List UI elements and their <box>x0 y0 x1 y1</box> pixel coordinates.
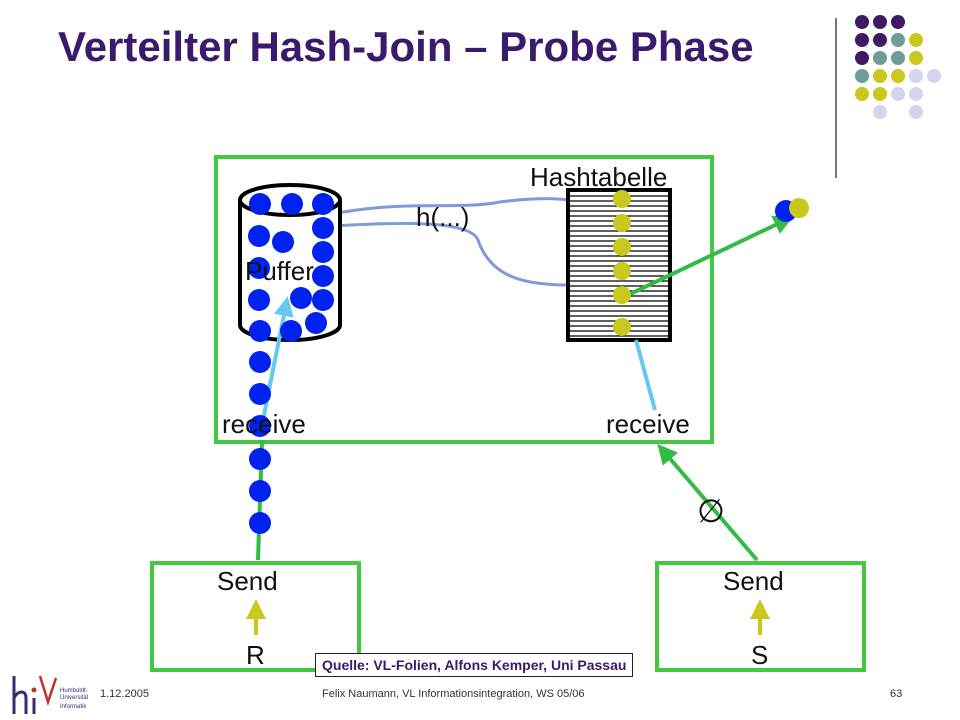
relation-r-label: R <box>246 640 265 670</box>
result-tuple-yellow <box>789 198 809 218</box>
r-tuple-buffered <box>305 312 327 334</box>
r-tuple-buffered <box>312 265 334 287</box>
decorative-dot <box>891 15 905 29</box>
r-tuple-buffered <box>290 287 312 309</box>
receive-label-right: receive <box>606 409 690 439</box>
arrow-receive-to-hashtable <box>634 339 657 411</box>
r-tuple-buffered <box>248 289 270 311</box>
s-tuple <box>613 238 631 256</box>
source-credit: Quelle: VL-Folien, Alfons Kemper, Uni Pa… <box>315 653 634 677</box>
send-box-s <box>655 561 866 672</box>
send-label-left: Send <box>217 566 278 596</box>
page-title: Verteilter Hash-Join – Probe Phase <box>58 23 754 70</box>
decorative-dot <box>873 15 887 29</box>
decorative-dot <box>909 105 923 119</box>
decorative-dot <box>873 69 887 83</box>
hu-informatik-logo: Humboldt- Universität Informatik <box>12 675 89 714</box>
r-tuple-buffered <box>280 320 302 342</box>
s-tuple <box>613 318 631 336</box>
decorative-dot <box>873 51 887 65</box>
r-tuple-stream <box>249 480 271 502</box>
decorative-dot <box>909 51 923 65</box>
r-tuple-stream <box>249 415 271 437</box>
send-label-right: Send <box>723 566 784 596</box>
buffer-label: Puffer <box>245 256 314 286</box>
receive-label-left: receive <box>222 409 306 439</box>
decorative-dot <box>909 69 923 83</box>
r-tuple-buffered <box>272 231 294 253</box>
decorative-dot <box>855 69 869 83</box>
empty-set-symbol: ∅ <box>697 493 725 529</box>
arrow-receive-to-buffer <box>260 296 294 426</box>
decorative-dot <box>873 105 887 119</box>
r-tuple-stream <box>249 448 271 470</box>
s-tuple <box>613 214 631 232</box>
logo-text-line3: Informatik <box>60 704 87 710</box>
footer-author: Felix Naumann, VL Informationsintegratio… <box>322 688 585 700</box>
footer-date: 1.12.2005 <box>100 688 149 700</box>
hash-line-upper <box>332 197 569 216</box>
relation-s-label: S <box>751 640 769 670</box>
decorative-divider <box>835 18 837 178</box>
decorative-dot <box>873 87 887 101</box>
r-tuple-buffered <box>248 225 270 247</box>
r-tuple-buffered <box>312 289 334 311</box>
r-tuple-buffered <box>312 241 334 263</box>
decorative-dot <box>855 51 869 65</box>
r-tuple-stream <box>249 383 271 405</box>
r-tuple-stream <box>249 512 271 534</box>
decorative-dot <box>855 15 869 29</box>
s-tuple <box>613 262 631 280</box>
decorative-dot <box>909 33 923 47</box>
logo-text-line2: Universität <box>60 695 89 701</box>
decorative-dot <box>855 33 869 47</box>
r-tuple-buffered <box>312 193 334 215</box>
decorative-dot <box>909 87 923 101</box>
r-tuple-buffered <box>249 193 271 215</box>
r-tuple-stream <box>249 351 271 373</box>
hash-function-label: h(...) <box>416 202 470 232</box>
decorative-dot <box>891 69 905 83</box>
arrow-send-s-to-receive <box>657 443 759 562</box>
r-tuple-buffered <box>249 320 271 342</box>
hashtable-s-tuples <box>613 190 631 336</box>
s-tuple <box>613 286 631 304</box>
footer-page-number: 63 <box>890 688 903 700</box>
decorative-dot <box>855 87 869 101</box>
decorative-dot <box>891 51 905 65</box>
decorative-dot <box>891 33 905 47</box>
r-tuple-buffered <box>312 217 334 239</box>
hashtable-label: Hashtabelle <box>530 162 668 192</box>
r-tuple-buffered <box>281 193 303 215</box>
r-tuple-buffered <box>248 257 270 279</box>
hash-line-lower <box>332 221 569 287</box>
arrow-hashtable-to-output <box>627 215 794 297</box>
r-tuples <box>248 193 334 534</box>
decorative-dot <box>873 33 887 47</box>
decorative-dot <box>927 69 941 83</box>
decorative-dot <box>891 87 905 101</box>
logo-text-line1: Humboldt- <box>60 688 88 694</box>
node-box <box>214 155 714 444</box>
s-tuple <box>613 190 631 208</box>
send-box-r <box>150 561 361 672</box>
